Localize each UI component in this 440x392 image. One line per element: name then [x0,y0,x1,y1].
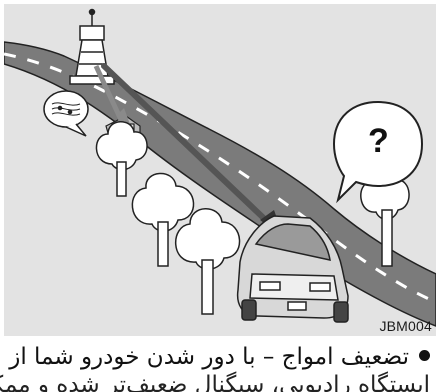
illustration [4,4,436,336]
bullet-icon [419,350,430,361]
caption-line-1-text: تضعیف امواج – با دور شدن خودرو شما از [9,344,409,370]
caption: تضعیف امواج – با دور شدن خودرو شما از ای… [0,342,440,392]
bubble-question-mark: ? [368,122,389,161]
figure-code: JBM004 [379,318,432,334]
caption-line-1: تضعیف امواج – با دور شدن خودرو شما از [9,344,430,370]
caption-line-2: ایستگاه رادیویی، سیگنال ضعیف‌تر شده و مم… [0,372,430,392]
